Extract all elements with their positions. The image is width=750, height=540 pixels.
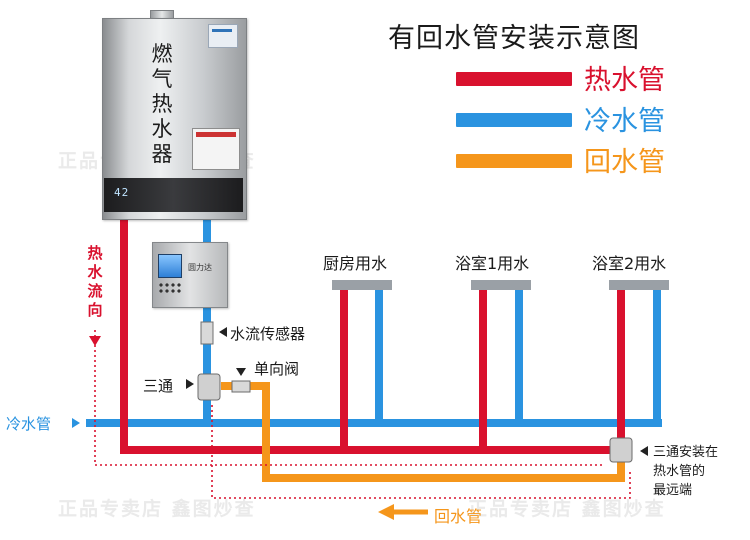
far-end-tee-icon xyxy=(609,437,633,463)
check-valve-pointer-icon xyxy=(236,368,246,376)
outlet-label-kitchen: 厨房用水 xyxy=(323,254,388,273)
tee-note-line: 最远端 xyxy=(653,483,693,498)
return-arrow-icon xyxy=(378,504,394,520)
cold-inlet-arrow-icon xyxy=(72,418,80,428)
legend-cold-swatch xyxy=(456,113,572,127)
hot-flow-arrow-icon xyxy=(89,336,101,346)
energy-label-icon xyxy=(208,24,238,48)
heater-name-char: 气 xyxy=(151,67,173,91)
pump-screen xyxy=(158,254,182,278)
hot-flow-direction-label: 热水流向 xyxy=(87,244,103,319)
water-flow-sensor-icon xyxy=(200,321,214,345)
heater-name-char: 器 xyxy=(151,142,173,166)
check-valve-icon xyxy=(231,380,251,393)
cold-water-pipe-label: 冷水管 xyxy=(6,415,52,433)
sensor-pointer-icon xyxy=(219,327,227,337)
water-flow-sensor-label: 水流传感器 xyxy=(230,325,306,343)
tee-note-line: 热水管的 xyxy=(653,464,706,479)
pump-keypad xyxy=(158,282,182,294)
pump-brand: 圆力达 xyxy=(188,263,212,272)
outlet-label-bath1: 浴室1用水 xyxy=(455,254,530,273)
tee-pointer-icon xyxy=(186,379,194,389)
hot-flow-dotted-line xyxy=(94,330,603,466)
far-tee-pointer-icon xyxy=(640,446,648,456)
tee-note: 三通安装在 热水管的 最远端 xyxy=(653,443,718,500)
watermark-bottom-left: 正品专卖店 鑫图炒查 xyxy=(58,498,256,520)
legend-return-swatch xyxy=(456,154,572,168)
tee-label: 三通 xyxy=(143,377,174,395)
heater-name: 燃 气 热 水 器 xyxy=(150,42,174,167)
heater-name-char: 燃 xyxy=(151,42,173,66)
legend-hot-swatch xyxy=(456,72,572,86)
return-pipe xyxy=(221,382,625,482)
hot-main-pipe xyxy=(120,218,621,454)
diagram-title: 有回水管安装示意图 xyxy=(388,23,640,54)
heater-control-panel xyxy=(104,178,243,212)
heater-name-char: 水 xyxy=(151,117,173,141)
outlet-fixture-kitchen xyxy=(332,280,392,290)
legend-hot-label: 热水管 xyxy=(584,65,665,96)
outlet-fixture-bath2 xyxy=(609,280,669,290)
return-pipe-label: 回水管 xyxy=(434,507,483,526)
check-valve-label: 单向阀 xyxy=(254,360,300,378)
return-flow-dotted-line xyxy=(211,405,631,499)
legend-cold-label: 冷水管 xyxy=(584,106,665,137)
tee-fitting-icon xyxy=(197,373,221,401)
heater-temperature-display: 42 xyxy=(114,186,130,199)
legend-return-label: 回水管 xyxy=(584,147,665,178)
heater-name-char: 热 xyxy=(151,92,173,116)
warning-sticker-icon xyxy=(192,128,240,170)
outlet-fixture-bath1 xyxy=(471,280,531,290)
outlet-label-bath2: 浴室2用水 xyxy=(592,254,667,273)
watermark-bottom-right: 正品专卖店 鑫图炒查 xyxy=(468,498,666,520)
tee-note-line: 三通安装在 xyxy=(653,445,719,460)
